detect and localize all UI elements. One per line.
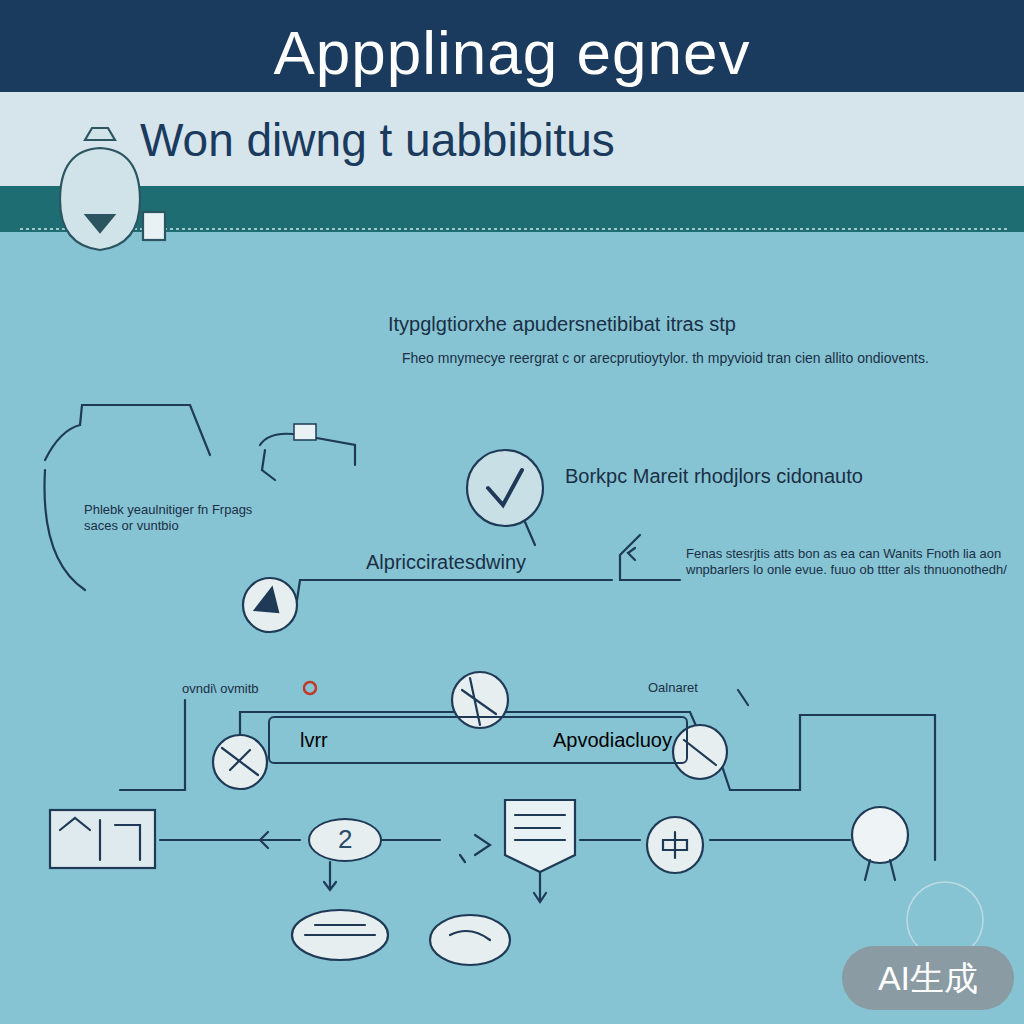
side-note: Phlebk yeaulnitiger fn Frpags saces or v… bbox=[84, 502, 274, 535]
step-label: Oalnaret bbox=[648, 680, 738, 696]
subtitle: Won diwng t uabbibitus bbox=[140, 112, 980, 170]
header-band bbox=[0, 0, 1024, 92]
title: Appplinag egnev bbox=[0, 14, 1024, 92]
side-text: Fenas stesrjtis atts bon as ea can Wanit… bbox=[686, 546, 1011, 579]
node-text: 2 bbox=[338, 824, 352, 855]
step-circle: 2 bbox=[308, 818, 382, 862]
marker-label: ovndi\ ovmitb bbox=[182, 681, 302, 697]
node-text: Apvodiacluoy bbox=[553, 728, 672, 752]
callout-heading: Borkpc Mareit rhodjlors cidonauto bbox=[565, 464, 1005, 489]
body-text: Fheo mnymecye reergrat c or arecprutioyt… bbox=[402, 350, 942, 368]
watermark: AI生成 bbox=[842, 946, 1014, 1010]
step-label: Alpricciratesdwiny bbox=[366, 550, 616, 575]
process-box: lvrr Apvodiacluoy bbox=[268, 716, 688, 764]
node-text: lvrr bbox=[300, 728, 328, 752]
subtitle-band bbox=[0, 92, 1024, 186]
red-marker bbox=[304, 682, 316, 694]
dashed-rule bbox=[20, 228, 1010, 230]
section-heading: Itypglgtiorxhe apudersnetibibat itras st… bbox=[388, 312, 948, 337]
